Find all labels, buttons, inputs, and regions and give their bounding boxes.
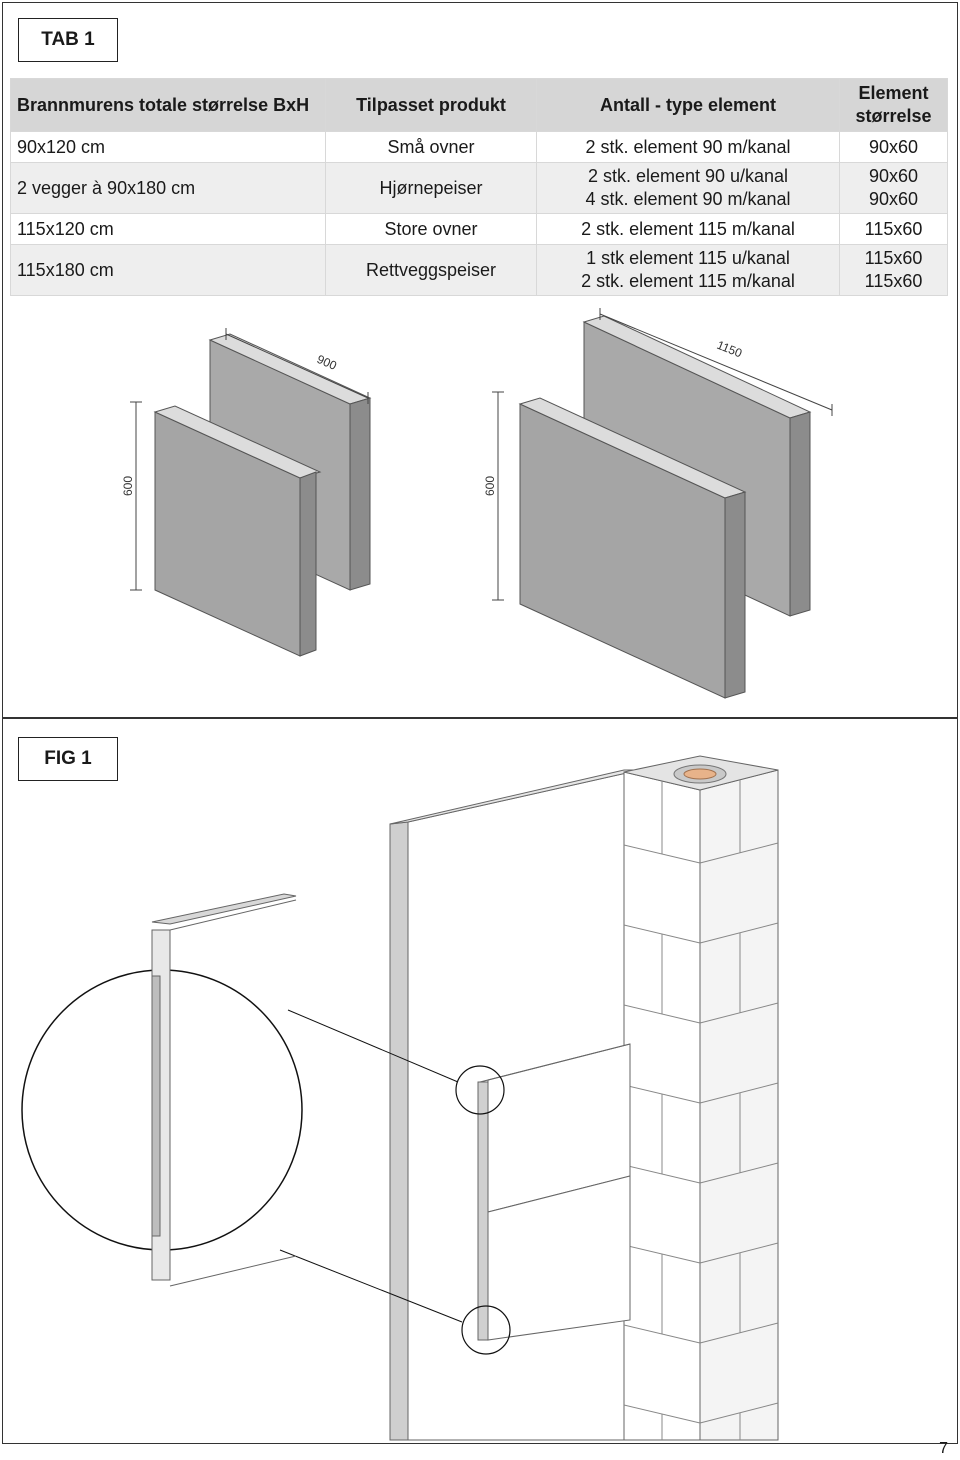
table-row: 90x120 cm Små ovner 2 stk. element 90 m/… [10,131,948,163]
element-line: 2 stk. element 115 m/kanal [581,271,795,291]
spec-table: Brannmurens totale størrelse BxH Tilpass… [10,78,948,296]
cell-product: Små ovner [325,131,537,163]
cell-element-size: 90x60 90x60 [839,162,948,214]
dim-line-900 [225,333,369,399]
magnified-channel [151,975,161,1237]
leader-line-bottom [279,1249,463,1323]
front-panel-900-side [299,471,317,657]
cell-elements: 1 stk element 115 u/kanal 2 stk. element… [536,244,840,296]
dim-label-600-left: 600 [121,476,135,496]
chimney-brick-lines [623,780,779,1440]
element-size-line: 115x60 [864,248,923,268]
magnified-top-lip [151,893,297,925]
detail-circle-top [455,1065,505,1115]
element-line: 1 stk element 115 u/kanal [586,248,790,268]
back-panel-1150-side [789,411,811,617]
element-edge [477,1081,489,1341]
panel-pair-1150: 1150 600 [483,308,833,699]
table-row: 115x180 cm Rettveggspeiser 1 stk element… [10,244,948,296]
table-header-row: Brannmurens totale størrelse BxH Tilpass… [10,78,948,132]
cell-elements: 2 stk. element 90 u/kanal 4 stk. element… [536,162,840,214]
element-size-line: 90x60 [868,166,919,186]
upper-element-top [479,1043,631,1083]
dim-label-900: 900 [315,352,339,373]
element-line: 2 stk. element 115 m/kanal [581,218,795,239]
panel-pair-900: 900 600 [121,328,372,657]
cell-size: 90x120 cm [10,131,326,163]
bottom-frame [2,718,958,1444]
page-number: 7 [939,1440,948,1457]
magnified-panel-edge [169,899,297,931]
cell-product: Hjørnepeiser [325,162,537,214]
magnified-panel-bottom [169,1255,297,1287]
wall-edge [389,821,409,1441]
cell-size: 115x180 cm [10,244,326,296]
element-size-line: 90x60 [868,136,919,157]
element-line: 4 stk. element 90 m/kanal [585,189,791,209]
front-panel-1150-side [724,491,746,699]
table-row: 115x120 cm Store ovner 2 stk. element 11… [10,213,948,245]
fig-label: FIG 1 [18,737,118,781]
header-product: Tilpasset produkt [325,78,537,132]
element-line: 2 stk. element 90 m/kanal [585,136,791,157]
tab-label: TAB 1 [18,18,118,62]
cell-size: 2 vegger à 90x180 cm [10,162,326,214]
cell-elements: 2 stk. element 90 m/kanal [536,131,840,163]
front-panel-900-top [153,405,322,479]
element-size-line: 115x60 [864,218,923,239]
cell-elements: 2 stk. element 115 m/kanal [536,213,840,245]
dim-line-1150 [599,313,833,411]
header-elements: Antall - type element [536,78,840,132]
detail-circle-bottom [461,1305,511,1355]
back-panel-900-side [349,397,371,591]
element-line: 2 stk. element 90 u/kanal [587,166,789,186]
header-element-size: Element størrelse [839,78,948,132]
flue-opening [683,768,717,780]
cell-element-size: 115x60 115x60 [839,244,948,296]
fig-assembly [21,755,779,1441]
element-size-line: 90x60 [868,189,919,209]
dim-label-600-right: 600 [483,476,497,496]
top-frame [2,2,958,718]
cell-size: 115x120 cm [10,213,326,245]
dim-label-1150: 1150 [715,338,744,361]
element-size-line: 115x60 [864,271,923,291]
leader-line-top [287,1009,459,1083]
table-row: 2 vegger à 90x180 cm Hjørnepeiser 2 stk.… [10,162,948,214]
cell-product: Rettveggspeiser [325,244,537,296]
header-size: Brannmurens totale størrelse BxH [10,78,326,132]
